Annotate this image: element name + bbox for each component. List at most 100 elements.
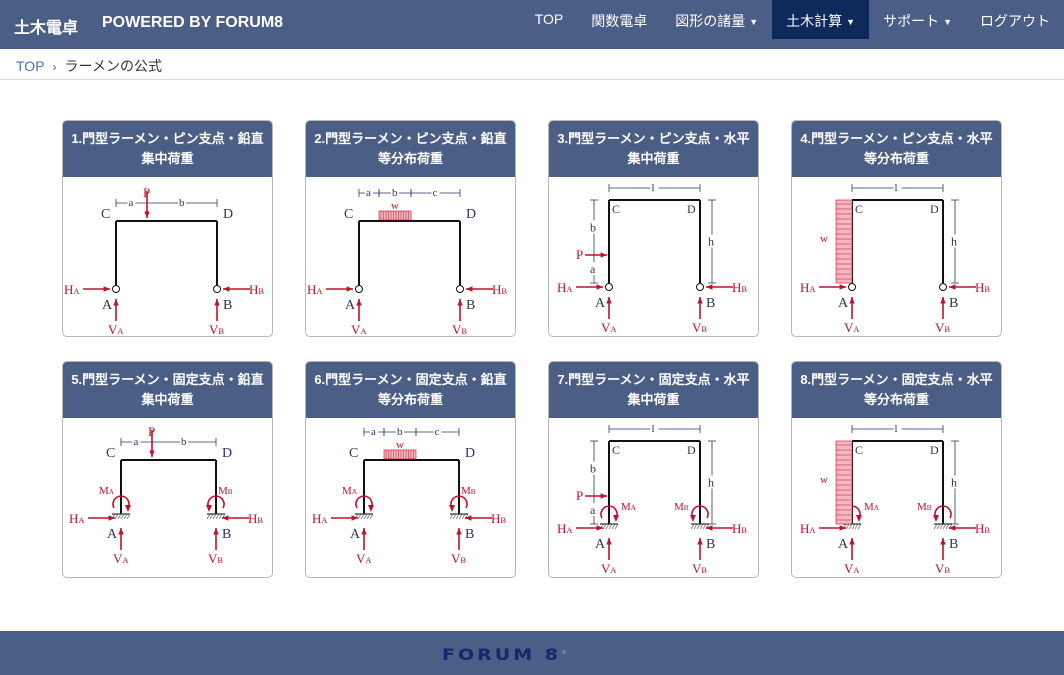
dim-l-label: l [895,423,898,435]
dim-a-gap [365,187,373,197]
top-navbar: 土木電卓 POWERED BY FORUM8 TOP 関数電卓 図形の諸量▼ 土… [0,0,1064,49]
load-p-arrow-head [600,493,607,499]
force-vb-arrow-head [213,528,219,535]
nav-figures-dropdown[interactable]: 図形の諸量▼ [661,0,772,39]
label-d: D [465,446,475,461]
dim-c-label: c [435,426,440,438]
force-vb-arrow-head [457,299,463,306]
dim-a-label: a [371,426,376,438]
dim-a-gap [589,503,599,516]
pin-support-a-icon [355,285,363,293]
label-hb: HB [975,280,990,295]
label-d: D [930,443,939,457]
label-p: P [148,424,155,439]
nav-label: 関数電卓 [591,13,648,29]
nav-calculator[interactable]: 関数電卓 [577,0,661,39]
label-d: D [223,207,233,222]
dim-h-label: h [708,235,714,249]
fixed-support-b-icon-hatch [945,523,950,530]
fixed-support-a-icon-hatch [126,513,131,520]
breadcrumb: TOP›ラーメンの公式 [0,49,1064,80]
force-ha-arrow-head [351,515,358,521]
fixed-support-b-icon-hatch [452,513,457,520]
dim-h-label: h [951,476,957,490]
force-hb-arrow-head [223,286,230,292]
brand-logo[interactable]: 土木電卓 [14,20,79,37]
fixed-support-a-icon-hatch [851,523,856,530]
pin-support-a-icon [112,285,120,293]
label-mb: MB [461,485,476,497]
nav-top[interactable]: TOP [521,0,578,39]
moment-ma-arrow-head [125,505,131,512]
fixed-support-a-icon-hatch [123,513,128,520]
moment-ma-arrow [600,505,618,519]
label-a: A [595,537,606,552]
label-vb: VB [692,320,707,335]
dim-l-label: l [652,182,655,194]
distributed-load-w [378,210,412,221]
fixed-support-b-icon-hatch [215,513,220,520]
label-b: B [949,537,958,552]
fixed-support-b-icon-hatch [939,523,944,530]
dim-l-gap [650,182,659,192]
fixed-support-a-icon-hatch [114,513,119,520]
force-vb-arrow-head [456,528,462,535]
nav-civil-calc-dropdown[interactable]: 土木計算▼ [772,0,870,39]
fixed-support-a-icon-hatch [848,523,853,530]
label-b: B [949,296,958,311]
powered-by: POWERED BY FORUM8 [102,14,284,31]
distributed-load-w [835,440,853,525]
moment-mb-arrow-head [690,515,696,522]
nav-logout[interactable]: ログアウト [966,0,1064,39]
footer: FORUM 8® [0,631,1064,675]
label-c: C [855,443,863,457]
force-ha-arrow-head [103,286,110,292]
label-ma: MA [342,485,358,497]
label-d: D [687,202,696,216]
nav-support-dropdown[interactable]: サポート▼ [869,0,966,39]
dim-a-label: a [590,262,596,276]
load-p-arrow-head [144,211,150,218]
fixed-support-b-icon-hatch [206,513,211,520]
label-w: w [391,200,399,212]
label-d: D [222,446,232,461]
force-hb-arrow-head [466,286,473,292]
force-vb-arrow-head [697,297,703,304]
dim-h-label: h [708,476,714,490]
label-c: C [349,446,358,461]
fixed-support-a-icon-hatch [357,513,362,520]
fixed-support-a-icon-hatch [611,523,616,530]
fixed-support-a-icon-hatch [845,523,850,530]
label-va: VA [601,320,617,335]
label-b: B [465,527,474,542]
fixed-support-b-icon-hatch [461,513,466,520]
label-b: B [222,527,231,542]
breadcrumb-separator: › [52,60,57,74]
label-p: P [576,247,583,262]
breadcrumb-home[interactable]: TOP [16,58,45,74]
force-hb-arrow-head [222,515,229,521]
dim-c-gap [433,426,442,436]
label-b: B [466,298,475,313]
dim-a-label: a [590,503,596,517]
label-a: A [838,296,849,311]
caret-down-icon: ▼ [846,17,856,28]
dim-a-label: a [129,197,134,209]
force-ha-arrow-head [839,525,846,531]
dim-l-gap [650,423,659,433]
dim-h-gap [707,234,717,248]
label-ha: HA [800,280,816,295]
dim-h-label: h [951,235,957,249]
